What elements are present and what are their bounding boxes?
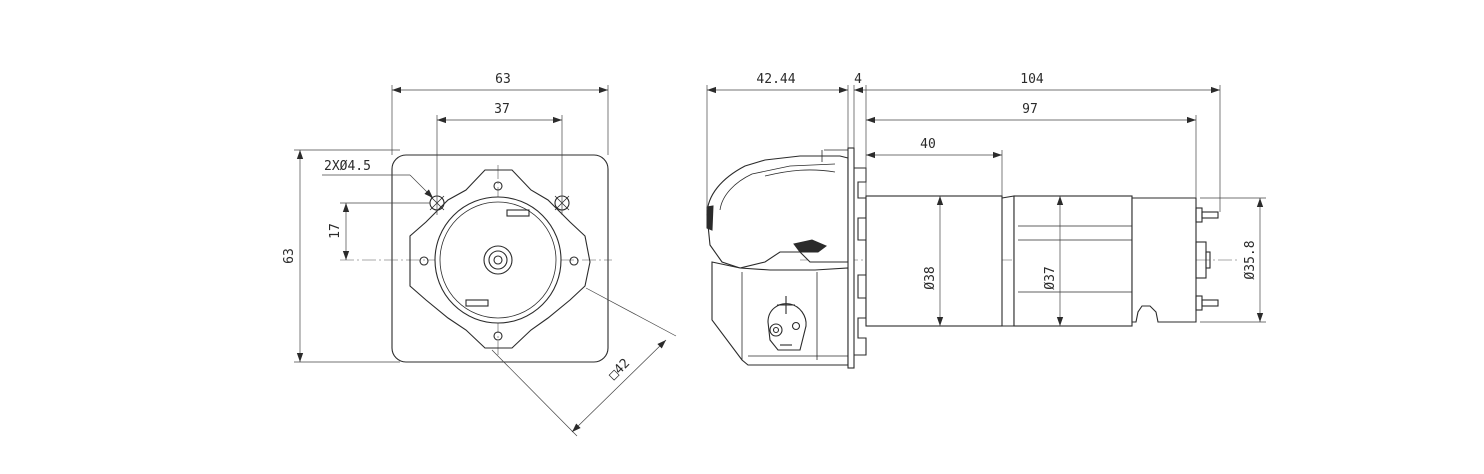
dim-body-label: 97 (1022, 102, 1038, 117)
front-motor-housing (434, 196, 562, 324)
front-flange-hole-right (569, 256, 579, 266)
front-mount-flange (409, 169, 591, 349)
dim-height-label: 63 (282, 248, 297, 264)
mount-ribs (854, 167, 867, 356)
motor-body (1013, 195, 1133, 327)
dim-width-label: 63 (495, 72, 511, 87)
hole-callout-label: 2XØ4.5 (324, 159, 371, 174)
hole-callout-leader (409, 174, 434, 199)
motor-terminal-bottom (1195, 295, 1203, 311)
front-slot-top (506, 209, 530, 217)
side-view: 42.44 4 104 97 40 Ø38 Ø37 Ø35.8 (706, 72, 1266, 369)
front-flange-hole-bottom (493, 331, 503, 341)
front-motor-rim (439, 201, 557, 319)
front-flange-hole-top (493, 181, 503, 191)
front-shaft-outer (483, 245, 513, 275)
motor-terminal-top (1195, 207, 1203, 223)
gearbox-body (865, 195, 1003, 327)
square-callout-label: □42 (606, 356, 633, 383)
front-slot-bottom (465, 299, 489, 307)
dim-head-label: 42.44 (756, 72, 795, 87)
dim-total-label: 104 (1020, 72, 1044, 87)
flange-plate (847, 147, 855, 369)
motor-end-cap (1131, 197, 1197, 323)
front-body-outline (391, 154, 609, 363)
pump-head-upper (706, 155, 849, 269)
front-view: 63 37 63 17 2XØ4.5 □42 (282, 72, 677, 437)
dim-flange-label: 4 (854, 72, 862, 87)
dim-hole-spacing-label: 37 (494, 102, 510, 117)
front-flange-hole-left (419, 256, 429, 266)
dim-gearbox-label: 40 (920, 137, 936, 152)
dim-offset-label: 17 (328, 223, 343, 239)
dia-motor-label: Ø37 (1043, 266, 1058, 289)
dia-gearbox-label: Ø38 (923, 266, 938, 289)
dia-endcap-label: Ø35.8 (1243, 240, 1258, 279)
front-shaft-mid (488, 250, 508, 270)
front-shaft-inner (493, 255, 503, 265)
dim-line-square (571, 339, 667, 433)
